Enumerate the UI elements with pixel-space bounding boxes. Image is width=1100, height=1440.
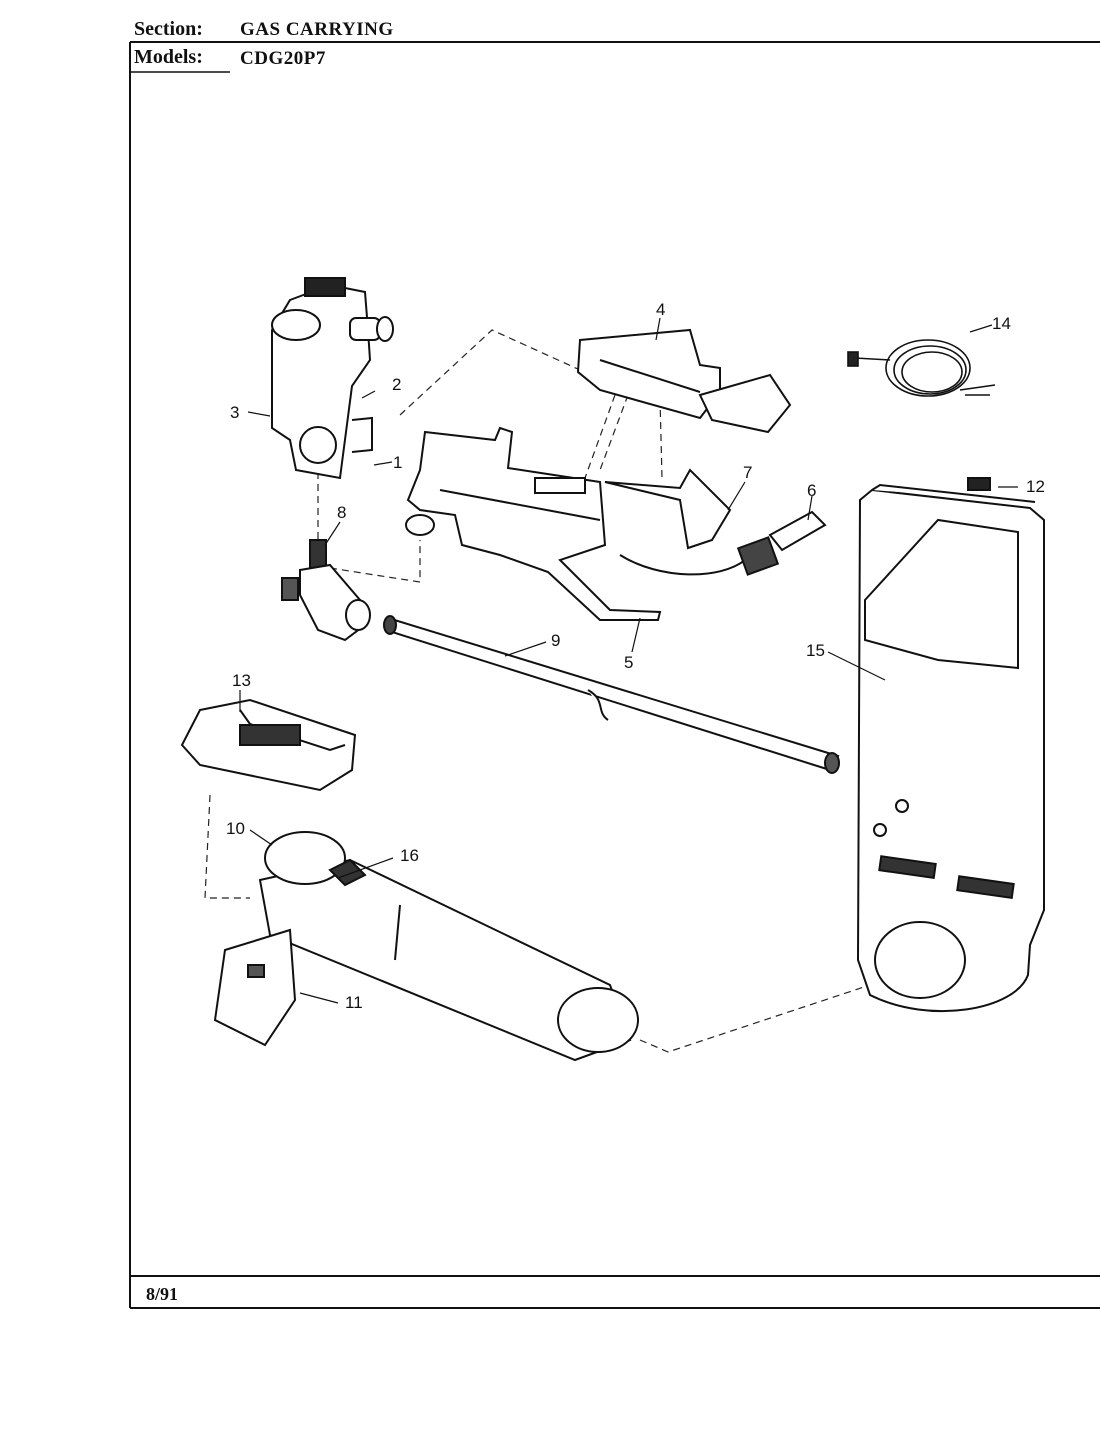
section-value: GAS CARRYING (240, 19, 394, 40)
ignitor-bracket (576, 328, 792, 434)
orifice-fitting (281, 539, 371, 642)
callout-16: 16 (400, 846, 419, 865)
callout-4: 4 (656, 300, 665, 319)
section-label: Section: (134, 18, 203, 40)
callout-13: 13 (232, 671, 251, 690)
callout-11: 11 (345, 993, 363, 1012)
callout-2: 2 (392, 375, 401, 394)
callout-1: 1 (393, 453, 402, 472)
burner-bracket (405, 426, 662, 621)
callout-labels: 1 2 3 4 5 6 7 8 9 10 11 12 13 14 15 16 (226, 300, 1045, 1012)
callout-6: 6 (807, 481, 816, 500)
models-label: Models: (134, 46, 203, 68)
page-frame (129, 41, 1100, 1309)
burner-tube (258, 831, 639, 1062)
callout-3: 3 (230, 403, 239, 422)
callout-8: 8 (337, 503, 346, 522)
gas-tube (383, 615, 840, 774)
callout-5: 5 (624, 653, 633, 672)
burner-support (213, 928, 297, 1047)
callout-7: 7 (743, 463, 752, 482)
callout-10: 10 (226, 819, 245, 838)
callout-9: 9 (551, 631, 560, 650)
burner-control (180, 698, 357, 792)
gas-valve (271, 277, 394, 480)
shield-plate (534, 468, 732, 550)
wire-harness (847, 339, 996, 397)
ignitor (619, 510, 827, 576)
assembly-dashed-lines (204, 329, 871, 1053)
callout-12: 12 (1026, 477, 1045, 496)
callout-15: 15 (806, 641, 825, 660)
callout-14: 14 (992, 314, 1011, 333)
callout-leaders (239, 317, 1018, 1004)
footer-date: 8/91 (146, 1284, 179, 1304)
heater-duct (856, 477, 1045, 1013)
models-value: CDG20P7 (240, 48, 326, 69)
